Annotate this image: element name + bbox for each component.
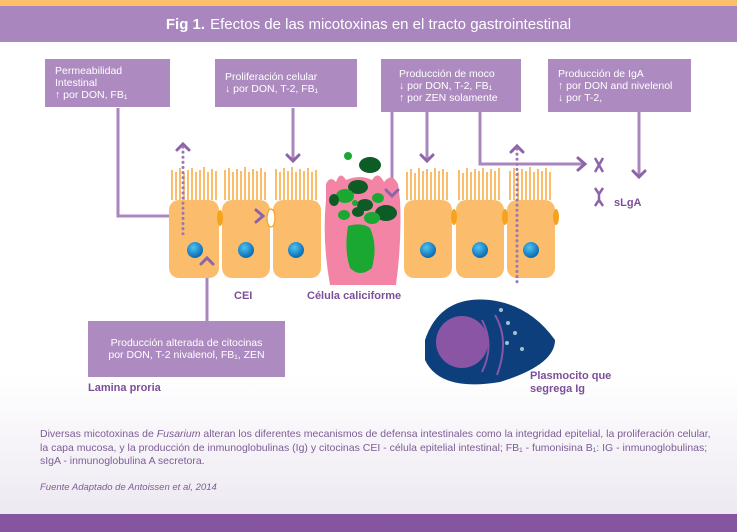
caption-text: Diversas micotoxinas de xyxy=(40,428,157,440)
arrow-head-down-icon xyxy=(631,169,647,180)
box-intestinal-permeability: Permeabilidad Intestinal ↑ por DON, FB₁ xyxy=(45,59,170,107)
box-line: ↓ por DON, T-2, FB₁ xyxy=(399,79,493,92)
arrow-head-down-icon xyxy=(285,153,301,164)
epithelial-cells-left xyxy=(169,167,321,278)
epithelial-cells-right xyxy=(404,167,559,278)
nucleus xyxy=(523,242,539,258)
box-line: ↑ por ZEN solamente xyxy=(399,91,498,104)
plasma-nucleus xyxy=(436,316,488,368)
box-title: Producción alterada de citocinas xyxy=(110,337,263,349)
figure-title-bar: Fig 1. Efectos de las micotoxinas en el … xyxy=(0,6,737,42)
label-plasma-line: Plasmocito que xyxy=(530,370,612,382)
label-plasma-cell: Plasmocito que segrega Ig xyxy=(530,370,611,396)
plasma-cell xyxy=(425,299,555,385)
label-goblet-cell: Célula caliciforme xyxy=(307,290,402,302)
nucleus xyxy=(288,242,304,258)
tight-junction xyxy=(553,209,559,225)
arrow-head-up-icon xyxy=(509,143,525,154)
nucleus xyxy=(187,242,203,258)
figure-source: Fuente Adaptado de Antoissen et al, 2014 xyxy=(40,482,217,493)
microvilli xyxy=(171,167,317,200)
arrow-head-down-icon xyxy=(419,153,435,164)
label-plasma-line: segrega Ig xyxy=(530,383,586,395)
box-cell-proliferation: Proliferación celular ↓ por DON, T-2, FB… xyxy=(215,59,357,107)
nucleus xyxy=(472,242,488,258)
box-title: Permeabilidad Intestinal xyxy=(55,65,123,89)
label-lamina-propria: Lamina proria xyxy=(88,382,161,394)
box-mucus-production: Producción de moco ↓ por DON, T-2, FB₁ ↑… xyxy=(381,59,521,112)
box-line: ↓ por DON, T-2, FB₁ xyxy=(225,83,319,95)
tight-junction xyxy=(217,210,223,226)
tight-junction xyxy=(451,209,457,225)
mucus-granule xyxy=(344,152,352,160)
box-line: ↓ por T-2, xyxy=(558,91,603,104)
arrow-head-up-icon xyxy=(199,255,215,266)
box-line: ↑ por DON and nivelenol xyxy=(558,79,673,92)
epithelial-cell xyxy=(456,200,504,278)
epithelial-cell xyxy=(273,200,321,278)
goblet-cell xyxy=(324,152,401,285)
figure-title: Efectos de las micotoxinas en el tracto … xyxy=(210,15,572,33)
microvilli xyxy=(406,167,551,200)
tight-junction xyxy=(502,209,508,225)
epithelial-cell xyxy=(404,200,452,278)
epithelial-cell xyxy=(169,200,219,278)
caption-text: alteran los diferentes mecanismos de def… xyxy=(40,428,711,467)
box-title: Producción de IgA xyxy=(558,67,644,80)
box-title: Proliferación celular xyxy=(225,71,318,83)
caption-italic: Fusarium xyxy=(156,428,201,440)
antibody-icon xyxy=(593,157,605,207)
box-cytokine-production: Producción alterada de citocinas por DON… xyxy=(88,321,285,377)
arrow-head-right-icon xyxy=(254,208,266,224)
mucus-granule xyxy=(359,157,381,173)
open-tight-junction xyxy=(266,208,276,228)
box-iga-production: Producción de IgA ↑ por DON and niveleno… xyxy=(548,59,691,112)
arrow-head-down-icon xyxy=(384,188,400,199)
epithelial-cell xyxy=(507,200,555,278)
mucus-vesicle xyxy=(346,224,375,273)
label-cei: CEI xyxy=(234,290,253,302)
nucleus xyxy=(238,242,254,258)
figure-label: Fig 1. xyxy=(165,15,206,33)
box-line: por DON, T-2 nivalenol, FB₁, ZEN xyxy=(108,349,265,361)
label-sIgA: sLgA xyxy=(614,197,642,209)
arrow-head-right-icon xyxy=(576,156,588,172)
bottom-accent-bar xyxy=(0,514,737,532)
top-accent-bar xyxy=(0,0,737,6)
connector-mucus-iga xyxy=(478,112,585,166)
nucleus xyxy=(420,242,436,258)
arrow-head-up-icon xyxy=(175,141,191,152)
box-title: Producción de moco xyxy=(399,67,495,80)
figure-caption: Diversas micotoxinas de Fusarium alteran… xyxy=(40,428,720,469)
box-line: ↑ por DON, FB₁ xyxy=(55,89,128,101)
epithelial-cell xyxy=(222,200,270,278)
